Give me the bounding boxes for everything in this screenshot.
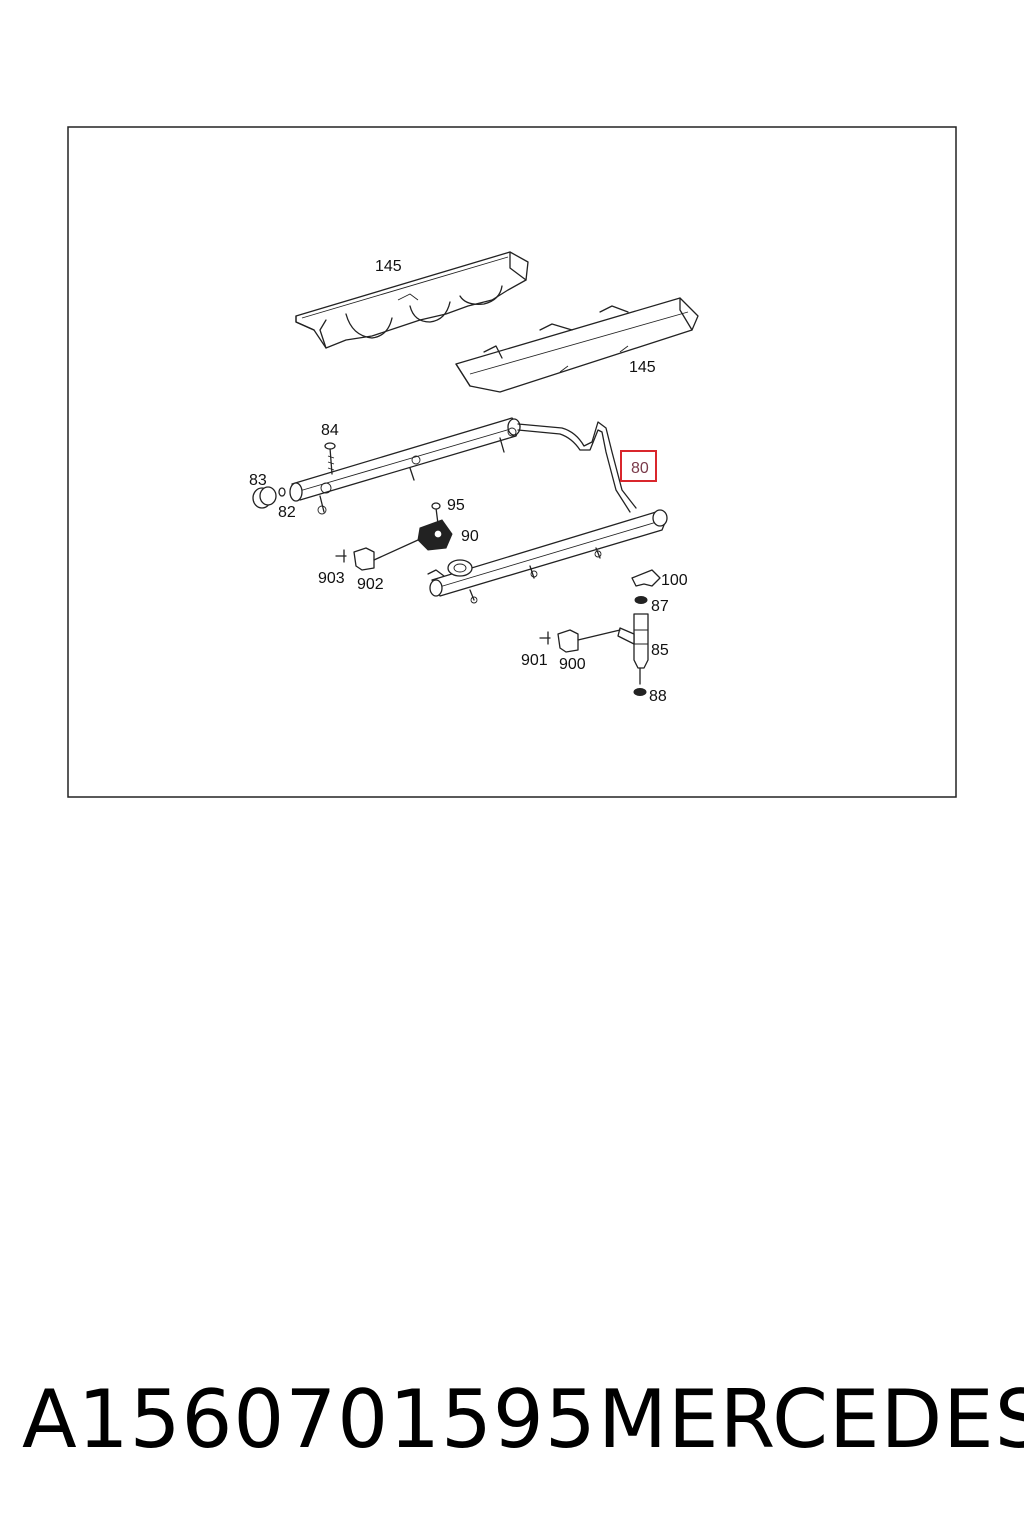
pressure-sensor-90[interactable] [417, 519, 473, 577]
callout-902: 902 [357, 576, 384, 593]
fuel-rail-exploded-diagram: 145 145 84 83 82 80 95 90 903 902 100 87… [67, 126, 957, 798]
fuel-rail-lower[interactable] [427, 509, 668, 604]
callout-87: 87 [651, 598, 669, 615]
callout-90: 90 [461, 528, 479, 545]
retaining-clip-100[interactable] [631, 569, 661, 587]
callout-145-right: 145 [629, 359, 656, 376]
clip-903[interactable] [335, 549, 347, 563]
callout-95: 95 [447, 497, 465, 514]
screw-95[interactable] [431, 502, 441, 525]
callout-903: 903 [318, 570, 345, 587]
diagram-frame [67, 126, 957, 798]
o-ring-88[interactable] [633, 688, 647, 696]
callout-82: 82 [278, 504, 296, 521]
callout-85: 85 [651, 642, 669, 659]
clip-901[interactable] [539, 631, 551, 645]
engine-cover-left[interactable] [295, 251, 529, 349]
callout-84: 84 [321, 422, 339, 439]
callout-80[interactable]: 80 [631, 460, 649, 477]
footer-caption: A1560701595 MERCEDES [0, 1370, 1024, 1480]
part-number: A1560701595 [22, 1373, 597, 1466]
fuel-injector-85[interactable] [617, 613, 649, 685]
fuel-line-80[interactable] [517, 421, 637, 513]
end-cap-83[interactable] [252, 486, 277, 509]
callout-145-left: 145 [375, 258, 402, 275]
connector-plug-902[interactable] [353, 539, 419, 571]
callout-80-highlight-box [620, 450, 657, 482]
callout-901: 901 [521, 652, 548, 669]
callout-83: 83 [249, 472, 267, 489]
connector-plug-900[interactable] [557, 629, 621, 653]
callout-88: 88 [649, 688, 667, 705]
callout-900: 900 [559, 656, 586, 673]
o-ring-87[interactable] [634, 596, 648, 604]
seal-ring-82[interactable] [278, 487, 286, 497]
brand-name: MERCEDES [598, 1373, 1024, 1466]
fuel-rail-upper[interactable] [289, 417, 521, 515]
screw-84[interactable] [324, 442, 336, 475]
engine-cover-right[interactable] [455, 297, 699, 393]
callout-100: 100 [661, 572, 688, 589]
